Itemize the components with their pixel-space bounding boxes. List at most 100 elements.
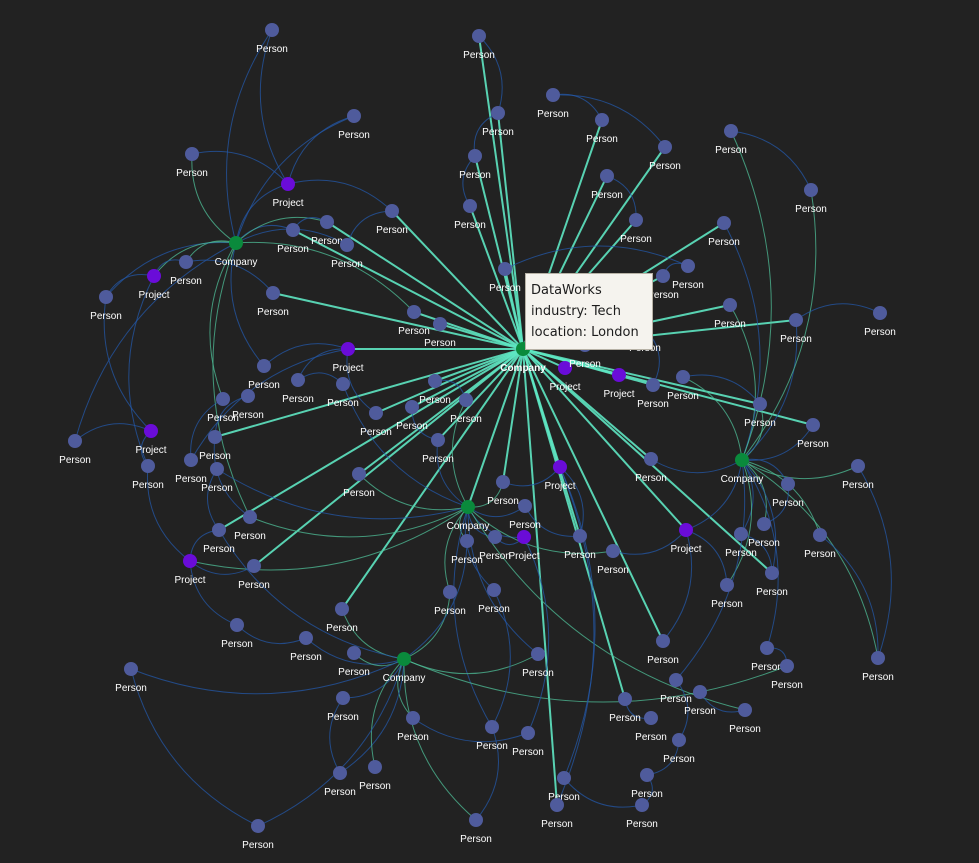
graph-node-person[interactable]: Person [748,517,780,549]
graph-node-person[interactable]: Person [626,798,658,830]
graph-node-person[interactable]: Person [476,720,508,752]
person-node-dot[interactable] [463,199,477,213]
graph-node-person[interactable]: Person [115,662,147,694]
graph-node-person[interactable]: Person [637,378,669,410]
person-node-dot[interactable] [629,213,643,227]
graph-node-person[interactable]: Person [419,374,451,406]
person-node-dot[interactable] [723,298,737,312]
graph-node-person[interactable]: Person [277,223,309,255]
person-node-dot[interactable] [717,216,731,230]
graph-node-person[interactable]: Person [290,631,322,663]
person-node-dot[interactable] [720,578,734,592]
person-node-dot[interactable] [216,392,230,406]
graph-node-person[interactable]: Person [326,602,358,634]
person-node-dot[interactable] [738,703,752,717]
person-node-dot[interactable] [871,651,885,665]
graph-node-person[interactable]: Person [460,813,492,845]
graph-node-person[interactable]: Person [509,499,541,531]
person-node-dot[interactable] [496,475,510,489]
graph-node-person[interactable]: Person [649,140,681,172]
graph-node-person[interactable]: Person [489,262,521,294]
person-node-dot[interactable] [640,768,654,782]
graph-node-person[interactable]: Person [684,685,716,717]
graph-node-project[interactable]: Project [332,342,364,374]
person-node-dot[interactable] [243,510,257,524]
graph-node-person[interactable]: Person [327,377,359,409]
person-node-dot[interactable] [518,499,532,513]
person-node-dot[interactable] [851,459,865,473]
person-node-dot[interactable] [405,400,419,414]
company-node-dot[interactable] [461,500,475,514]
person-node-dot[interactable] [299,631,313,645]
graph-node-person[interactable]: Person [434,585,466,617]
graph-node-person[interactable]: Person [756,566,788,598]
person-node-dot[interactable] [385,204,399,218]
person-node-dot[interactable] [600,169,614,183]
graph-node-person[interactable]: Person [199,430,231,462]
project-node-dot[interactable] [558,361,572,375]
person-node-dot[interactable] [644,452,658,466]
graph-node-person[interactable]: Person [232,389,264,421]
graph-node-person[interactable]: Person [397,711,429,743]
graph-node-person[interactable]: Person [248,359,280,391]
graph-node-person[interactable]: Person [804,528,836,560]
person-node-dot[interactable] [485,720,499,734]
person-node-dot[interactable] [656,634,670,648]
person-node-dot[interactable] [550,798,564,812]
person-node-dot[interactable] [459,393,473,407]
graph-node-person[interactable]: Person [660,673,692,705]
project-node-dot[interactable] [144,424,158,438]
graph-node-person[interactable]: Person [725,527,757,559]
person-node-dot[interactable] [753,397,767,411]
person-node-dot[interactable] [546,88,560,102]
graph-node-person[interactable]: Person [376,204,408,236]
graph-node-company[interactable]: Company [447,500,490,532]
person-node-dot[interactable] [681,259,695,273]
graph-node-person[interactable]: Person [591,169,623,201]
graph-node-person[interactable]: Person [729,703,761,735]
person-node-dot[interactable] [765,566,779,580]
graph-node-person[interactable]: Person [478,583,510,615]
graph-node-project[interactable]: Project [174,554,206,586]
graph-node-project[interactable]: Project [670,523,702,555]
graph-node-person[interactable]: Person [324,766,356,798]
graph-node-person[interactable]: Person [132,459,164,491]
person-node-dot[interactable] [251,819,265,833]
graph-node-person[interactable]: Person [864,306,896,338]
graph-node-person[interactable]: Person [620,213,652,245]
person-node-dot[interactable] [347,109,361,123]
project-node-dot[interactable] [612,368,626,382]
graph-node-person[interactable]: Person [450,393,482,425]
person-node-dot[interactable] [669,673,683,687]
graph-node-person[interactable]: Person [795,183,827,215]
graph-node-person[interactable]: Person [635,711,667,743]
person-node-dot[interactable] [531,647,545,661]
person-node-dot[interactable] [257,359,271,373]
graph-node-person[interactable]: Person [242,819,274,851]
graph-node-person[interactable]: Person [780,313,812,345]
graph-node-person[interactable]: Person [667,370,699,402]
graph-node-person[interactable]: Person [479,530,511,562]
company-node-dot[interactable] [229,236,243,250]
graph-node-person[interactable]: Person [454,199,486,231]
person-node-dot[interactable] [491,106,505,120]
project-node-dot[interactable] [517,530,531,544]
graph-node-project[interactable]: Project [603,368,635,400]
graph-node-person[interactable]: Person [522,647,554,679]
person-node-dot[interactable] [804,183,818,197]
graph-node-person[interactable]: Person [537,88,569,120]
person-node-dot[interactable] [806,418,820,432]
person-node-dot[interactable] [724,124,738,138]
graph-node-person[interactable]: Person [221,618,253,650]
person-node-dot[interactable] [646,378,660,392]
person-node-dot[interactable] [757,517,771,531]
graph-node-person[interactable]: Person [360,406,392,438]
graph-node-person[interactable]: Person [459,149,491,181]
person-node-dot[interactable] [333,766,347,780]
project-node-dot[interactable] [553,460,567,474]
person-node-dot[interactable] [352,467,366,481]
graph-node-person[interactable]: Person [541,798,573,830]
person-node-dot[interactable] [557,771,571,785]
graph-node-person[interactable]: Person [256,23,288,55]
